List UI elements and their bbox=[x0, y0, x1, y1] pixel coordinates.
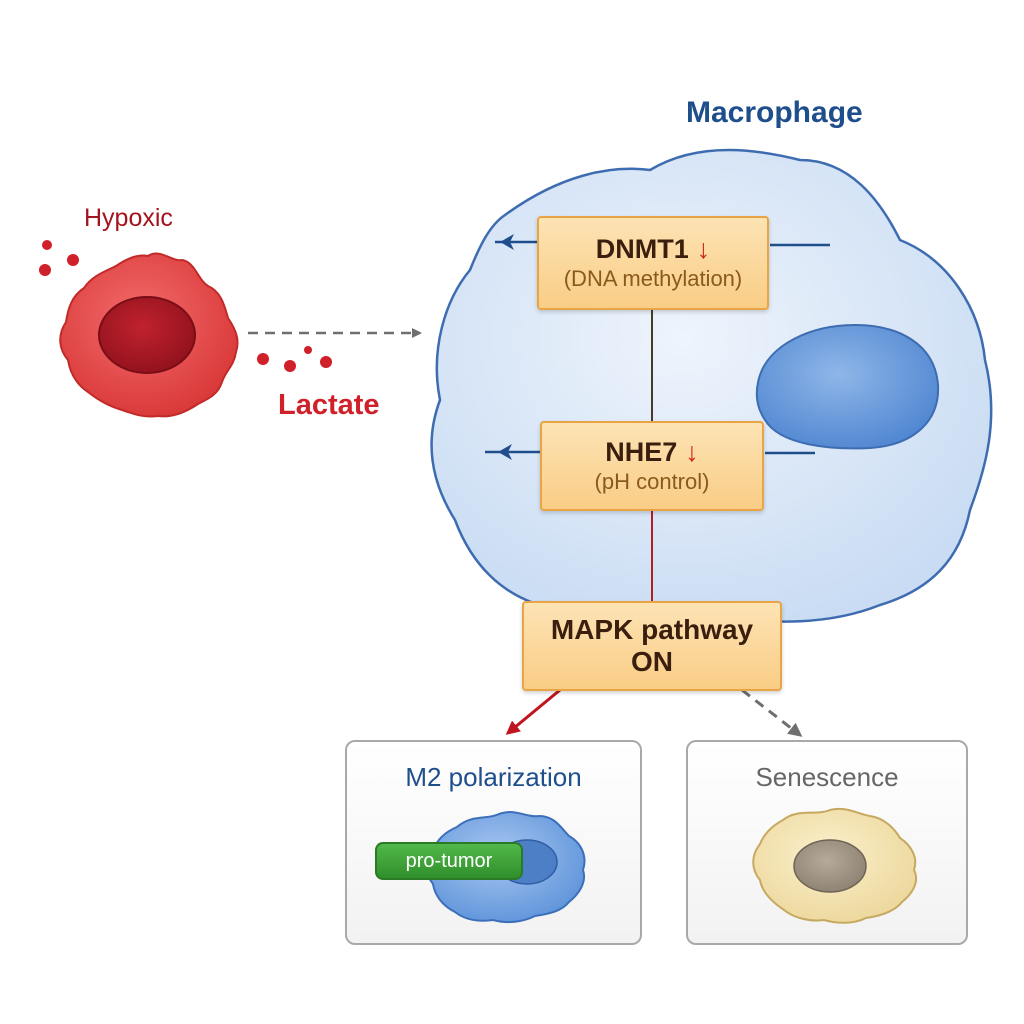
pro-tumor-badge: pro-tumor bbox=[375, 842, 523, 880]
lactate-droplet bbox=[257, 353, 269, 365]
senescence-title: Senescence bbox=[755, 762, 899, 792]
senescent-cell-nucleus bbox=[793, 839, 867, 893]
lactate-droplet bbox=[39, 264, 51, 276]
lactate-label: Lactate bbox=[278, 389, 380, 421]
membrane-mark-1-head bbox=[500, 234, 514, 250]
lactate-droplet bbox=[284, 360, 296, 372]
mapk-node: MAPK pathway ON bbox=[522, 601, 782, 691]
dnmt1-down-arrow-icon: ↓ bbox=[696, 234, 711, 264]
lactate-droplet bbox=[67, 254, 79, 266]
senescence-panel: Senescence bbox=[686, 740, 968, 945]
lactate-droplet bbox=[42, 240, 52, 250]
lactate-droplet bbox=[304, 346, 312, 354]
m2-polarization-panel: M2 polarization pro-tumor bbox=[345, 740, 642, 945]
nhe7-node: NHE7↓ (pH control) bbox=[540, 421, 764, 511]
dnmt1-name: DNMT1 bbox=[595, 234, 689, 264]
macrophage-label: Macrophage bbox=[686, 96, 863, 129]
nhe7-down-arrow-icon: ↓ bbox=[685, 437, 699, 467]
mapk-line2: ON bbox=[631, 646, 673, 677]
arrow-to-m2 bbox=[505, 688, 561, 735]
nhe7-name: NHE7 bbox=[605, 437, 678, 467]
dnmt1-title: DNMT1↓ bbox=[596, 233, 711, 265]
membrane-mark-3-head bbox=[498, 444, 512, 460]
nhe7-title: NHE7↓ bbox=[605, 436, 699, 468]
m2-polarization-title: M2 polarization bbox=[405, 762, 582, 792]
mapk-line1: MAPK pathway bbox=[550, 614, 754, 645]
lactate-droplet bbox=[320, 356, 332, 368]
arrow-to-senescence bbox=[741, 688, 803, 737]
dnmt1-subtitle: (DNA methylation) bbox=[563, 266, 743, 291]
senescent-cell-illustration bbox=[752, 807, 918, 924]
nhe7-subtitle: (pH control) bbox=[594, 469, 710, 494]
hypoxic-cell-nucleus bbox=[98, 296, 196, 374]
dnmt1-node: DNMT1↓ (DNA methylation) bbox=[537, 216, 769, 310]
macrophage-nucleus bbox=[755, 323, 940, 450]
hypoxic-label: Hypoxic bbox=[84, 204, 173, 232]
